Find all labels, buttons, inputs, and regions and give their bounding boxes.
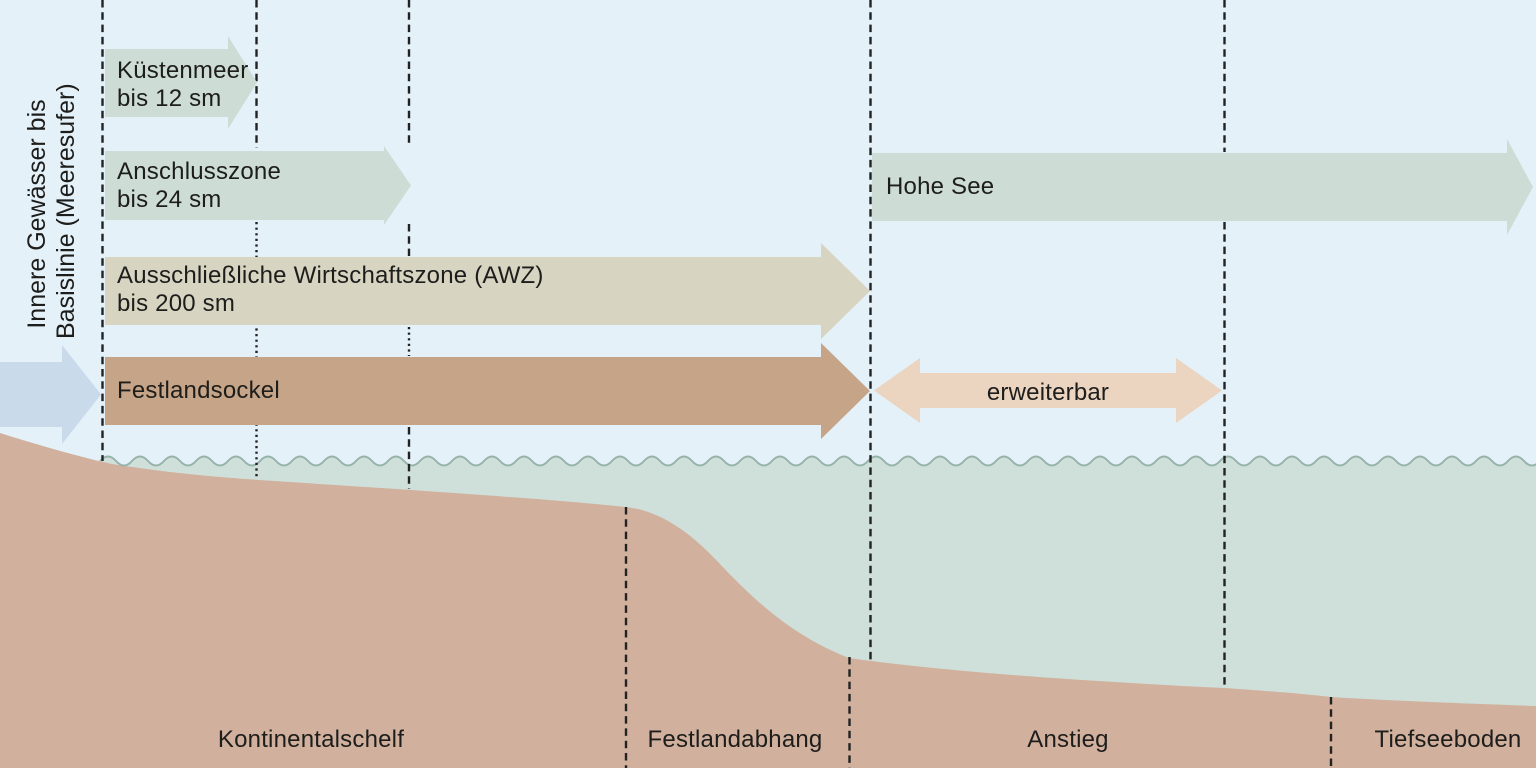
seafloor-area xyxy=(0,433,1536,768)
anschlusszone-arrow xyxy=(105,146,411,225)
kuestenmeer-label-range: bis 12 sm xyxy=(117,85,222,112)
hohe-see-label: Hohe See xyxy=(886,173,995,200)
hohe-see-arrow xyxy=(872,139,1533,235)
innere-gewaesser-arrow xyxy=(0,345,101,444)
kuestenmeer-arrow xyxy=(105,36,257,129)
festlandabhang-label: Festlandabhang xyxy=(647,726,823,753)
anschlusszone-label-range: bis 24 sm xyxy=(117,186,222,213)
anschlusszone-label: Anschlusszone bis 24 sm xyxy=(117,158,281,214)
inner-waters-label-line2: Basislinie (Meeresufer) xyxy=(52,83,80,339)
awz-arrow xyxy=(105,243,870,339)
awz-label-range: bis 200 sm xyxy=(117,290,236,317)
awz-label-name: Ausschließliche Wirtschaftszone (AWZ) xyxy=(117,262,544,289)
inner-waters-label-line1: Innere Gewässer bis xyxy=(23,99,51,329)
erweiterbar-label: erweiterbar xyxy=(986,379,1110,406)
kuestenmeer-label: Küstenmeer bis 12 sm xyxy=(117,57,248,113)
inner-waters-label: Innere Gewässer bis Basislinie (Meeresuf… xyxy=(23,83,81,339)
anschlusszone-label-name: Anschlusszone xyxy=(117,158,282,185)
kontinentalschelf-label: Kontinentalschelf xyxy=(217,726,405,753)
waterline xyxy=(99,455,1536,467)
awz-label: Ausschließliche Wirtschaftszone (AWZ) bi… xyxy=(117,262,544,318)
erweiterbar-arrow xyxy=(874,358,1222,423)
festlandsockel-label: Festlandsockel xyxy=(117,377,280,404)
kuestenmeer-label-name: Küstenmeer xyxy=(117,57,249,84)
tiefseeboden-label: Tiefseeboden xyxy=(1374,726,1522,753)
anstieg-label: Anstieg xyxy=(1027,726,1109,753)
festlandsockel-arrow xyxy=(105,343,870,439)
